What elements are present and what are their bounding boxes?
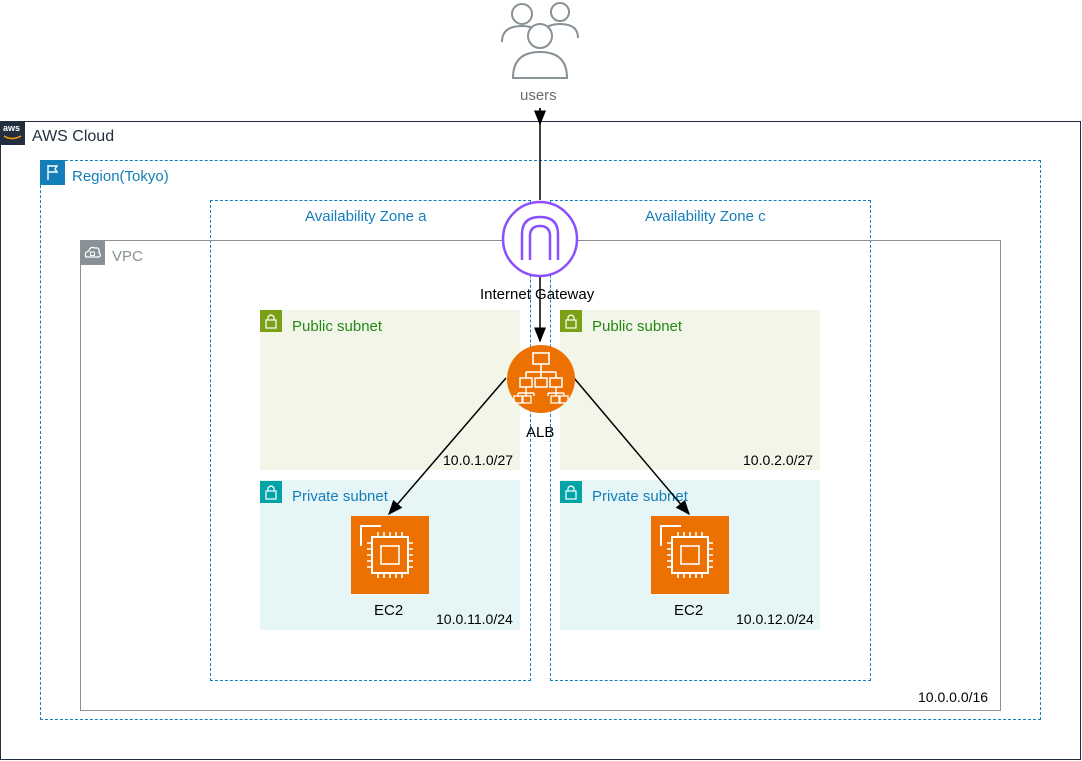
ec2-instance-c-icon [651,516,729,594]
private-subnet-c-lock-icon [560,481,582,503]
alb-to-ec2-a-arrow [388,377,507,516]
public-subnet-c-cidr: 10.0.2.0/27 [743,452,814,468]
private-subnet-a-lock-icon [260,481,282,503]
users-icon [496,0,584,82]
vpc-cloud-icon [80,240,105,265]
availability-zone-c [550,200,871,681]
public-subnet-c [560,310,820,470]
private-subnet-c-cidr: 10.0.12.0/24 [736,611,814,627]
aws-logo-icon: aws [0,121,25,145]
users-label: users [520,87,557,104]
alb-icon [506,344,576,414]
ec2-instance-a-icon [351,516,429,594]
public-subnet-c-lock-icon [560,310,582,332]
public-subnet-a-cidr: 10.0.1.0/27 [443,452,514,468]
public-subnet-a-label: Public subnet [292,318,383,335]
availability-zone-a-label: Availability Zone a [305,208,427,225]
region-label: Region(Tokyo) [72,168,169,185]
availability-zone-c-label: Availability Zone c [645,208,766,225]
private-subnet-a-label: Private subnet [292,488,388,505]
private-subnet-c-label: Private subnet [592,488,688,505]
public-subnet-a-lock-icon [260,310,282,332]
alb-label: ALB [526,424,555,441]
public-subnet-a [260,310,520,470]
vpc-cidr: 10.0.0.0/16 [918,689,989,705]
availability-zone-a [210,200,531,681]
vpc-label: VPC [112,248,143,265]
internet-gateway-icon [501,200,579,278]
internet-gateway-label: Internet Gateway [480,286,595,303]
region-flag-icon [40,160,65,185]
ec2-instance-a-label: EC2 [374,602,404,619]
ec2-instance-c-label: EC2 [674,602,704,619]
aws-cloud-label: AWS Cloud [32,128,115,145]
public-subnet-c-label: Public subnet [592,318,683,335]
private-subnet-a-cidr: 10.0.11.0/24 [436,611,513,627]
alb-to-ec2-c-arrow [573,377,690,516]
